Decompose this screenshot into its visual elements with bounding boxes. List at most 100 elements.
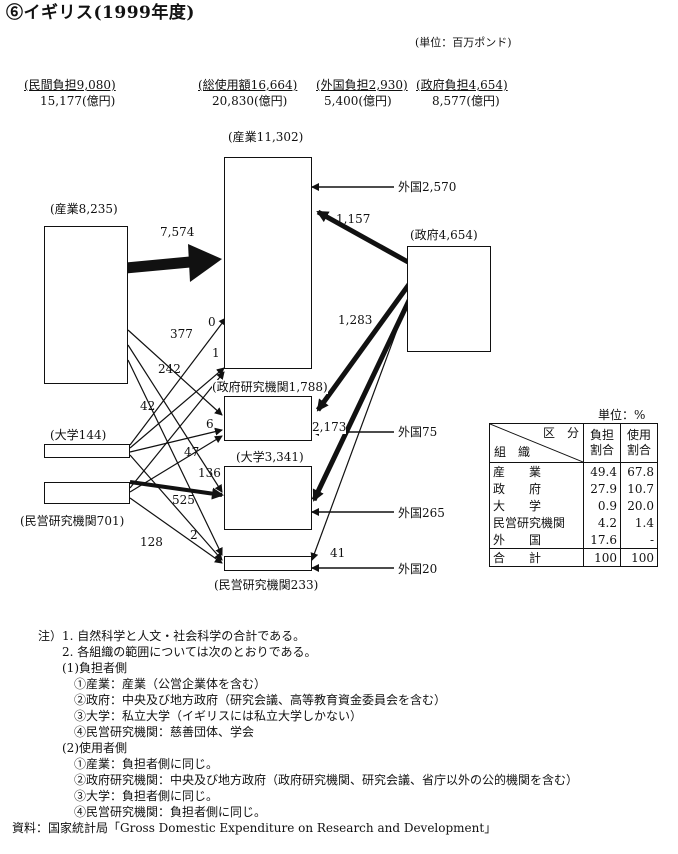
- private-burden-yen: 15,177(億円): [40, 94, 116, 108]
- foreign-to-industry-label: 外国2,570: [398, 180, 457, 194]
- table-row: 外 国 17.6 -: [490, 531, 658, 549]
- note-line: (1)負担者側: [38, 661, 127, 675]
- row-label: 民営研究機関: [493, 516, 566, 530]
- header-kubun: 区 分: [543, 426, 580, 440]
- foreign-to-private-label: 外国20: [398, 562, 438, 576]
- gov-burden-label: (政府負担4,654): [416, 78, 508, 92]
- government-source-box: [407, 246, 491, 352]
- row-use: -: [620, 531, 658, 549]
- note-line: 注）1. 自然科学と人文・社会科学の合計である。: [38, 629, 306, 643]
- row-use: 67.8: [620, 462, 658, 480]
- row-burden: 17.6: [583, 531, 621, 549]
- arrow-gov-to-univ: [311, 288, 417, 502]
- flow-label-ind-to-priv: 42: [140, 399, 156, 413]
- row-burden: 4.2: [583, 514, 621, 531]
- university-source-box: [44, 444, 130, 458]
- foreign-to-university-label: 外国265: [398, 506, 445, 520]
- share-table-header: 区 分 組 織 負担 割合 使用 割合: [489, 423, 658, 463]
- table-row: 民営研究機関 4.2 1.4: [490, 514, 658, 531]
- row-burden: 100: [583, 548, 621, 567]
- arrow-ind-to-priv: [127, 359, 223, 556]
- flow-label-gov-to-ind: 1,157: [336, 212, 371, 226]
- note-line: ②政府：中央及び地方政府（研究会議、高等教育資金委員会を含む）: [38, 693, 447, 707]
- row-label: 大 学: [493, 499, 542, 513]
- flow-label-priv-to-priv: 128: [140, 535, 163, 549]
- industry-source-box: [44, 226, 128, 384]
- arrow-gov-to-priv: [310, 299, 409, 561]
- row-use: 10.7: [620, 480, 658, 497]
- notes: 注）1. 自然科学と人文・社会科学の合計である。 2. 各組織の範囲については次…: [12, 628, 579, 836]
- row-label: 合 計: [489, 548, 584, 567]
- note-line: ③大学：負担者側に同じ。: [38, 789, 219, 803]
- government-source-label: (政府4,654): [410, 228, 478, 242]
- share-table-unit: 単位：%: [598, 408, 646, 422]
- flow-label-ind-to-univ: 242: [158, 362, 181, 376]
- row-burden: 49.4: [583, 462, 621, 480]
- private-burden-label: (民間負担9,080): [24, 78, 116, 92]
- row-label: 産 業: [493, 465, 542, 479]
- university-use-box: [224, 466, 312, 530]
- arrow-gov-to-govres: [315, 281, 413, 412]
- header-use: 使用 割合: [620, 423, 658, 463]
- flow-label-univ-to-priv: 47: [184, 445, 200, 459]
- row-use: 1.4: [620, 514, 658, 531]
- university-source-label: (大学144): [50, 428, 107, 442]
- flow-label-gov-to-univ: 1,283: [338, 313, 373, 327]
- header-burden: 負担 割合: [583, 423, 621, 463]
- arrow-univ-to-priv: [129, 454, 223, 561]
- flow-label-ind-to-govres: 377: [170, 327, 193, 341]
- total-use-yen: 20,830(億円): [212, 94, 288, 108]
- arrow-ind-to-ind: [125, 244, 222, 282]
- flow-label-univ-to-univ: 6: [206, 417, 214, 431]
- arrow-univ-to-ind: [129, 317, 227, 446]
- page-title: ⑥イギリス(1999年度): [6, 3, 195, 23]
- row-burden: 0.9: [583, 497, 621, 514]
- flow-label-gov-to-priv: 41: [330, 546, 346, 560]
- total-use-label: (総使用額16,664): [198, 78, 298, 92]
- university-use-label: (大学3,341): [236, 450, 304, 464]
- note-line: ②政府研究機関：中央及び地方政府（政府研究機関、研究会議、省庁以外の公的機関を含…: [38, 773, 579, 787]
- table-row: 大 学 0.9 20.0: [490, 497, 658, 514]
- share-table-corner: 区 分 組 織: [489, 423, 584, 463]
- foreign-burden-yen: 5,400(億円): [324, 94, 392, 108]
- note-line: (2)使用者側: [38, 741, 127, 755]
- industry-use-box: [224, 157, 312, 369]
- flow-label-univ-to-ind: 0: [208, 315, 216, 329]
- gov-burden-yen: 8,577(億円): [432, 94, 500, 108]
- unit-label: (単位：百万ポンド): [415, 36, 512, 49]
- arrow-priv-to-priv: [129, 497, 223, 564]
- arrow-univ-to-govres: [129, 367, 225, 449]
- table-row: 政 府 27.9 10.7: [490, 480, 658, 497]
- industry-source-label: (産業8,235): [50, 202, 118, 216]
- foreign-to-gov-research-label: 外国75: [398, 425, 438, 439]
- arrow-univ-to-univ: [129, 427, 223, 453]
- table-row-total: 合 計 100 100: [489, 548, 658, 567]
- share-table: 区 分 組 織 負担 割合 使用 割合 産 業 49.4 67.8 政 府 27…: [489, 423, 658, 567]
- row-use: 100: [620, 548, 658, 567]
- note-line: ③大学：私立大学（イギリスには私立大学しかない）: [38, 709, 363, 723]
- flow-label-priv-to-govres: 525: [172, 493, 195, 507]
- flow-label-ind-to-ind: 7,574: [160, 225, 195, 239]
- private-use-box: [224, 556, 312, 571]
- table-row: 産 業 49.4 67.8: [490, 462, 658, 480]
- corner-diagonal: [490, 424, 584, 462]
- arrow-priv-to-ind: [129, 371, 225, 489]
- flow-label-gov-to-govres: 2,173: [312, 420, 347, 434]
- header-soshiki: 組 織: [494, 445, 531, 459]
- note-line: ④民営研究機関：負担者側に同じ。: [38, 805, 267, 819]
- note-line: ①産業：負担者側に同じ。: [38, 757, 219, 771]
- gov-research-use-label: (政府研究機関1,788): [212, 380, 328, 394]
- note-line: 2. 各組織の範囲については次のとおりである。: [38, 645, 317, 659]
- foreign-burden-label: (外国負担2,930): [316, 78, 408, 92]
- flow-label-univ-to-govres: 1: [212, 346, 220, 360]
- private-source-label: (民営研究機関701): [20, 514, 125, 528]
- gov-research-use-box: [224, 396, 312, 441]
- private-use-label: (民営研究機関233): [214, 578, 319, 592]
- flow-label-priv-to-ind: 136: [198, 466, 221, 480]
- source-line: 資料：国家統計局「Gross Domestic Expenditure on R…: [12, 821, 497, 835]
- arrow-priv-to-univ: [129, 480, 224, 500]
- note-line: ①産業：産業（公営企業体を含む）: [38, 677, 267, 691]
- row-label: 政 府: [493, 482, 542, 496]
- note-line: ④民営研究機関：慈善団体、学会: [38, 725, 255, 739]
